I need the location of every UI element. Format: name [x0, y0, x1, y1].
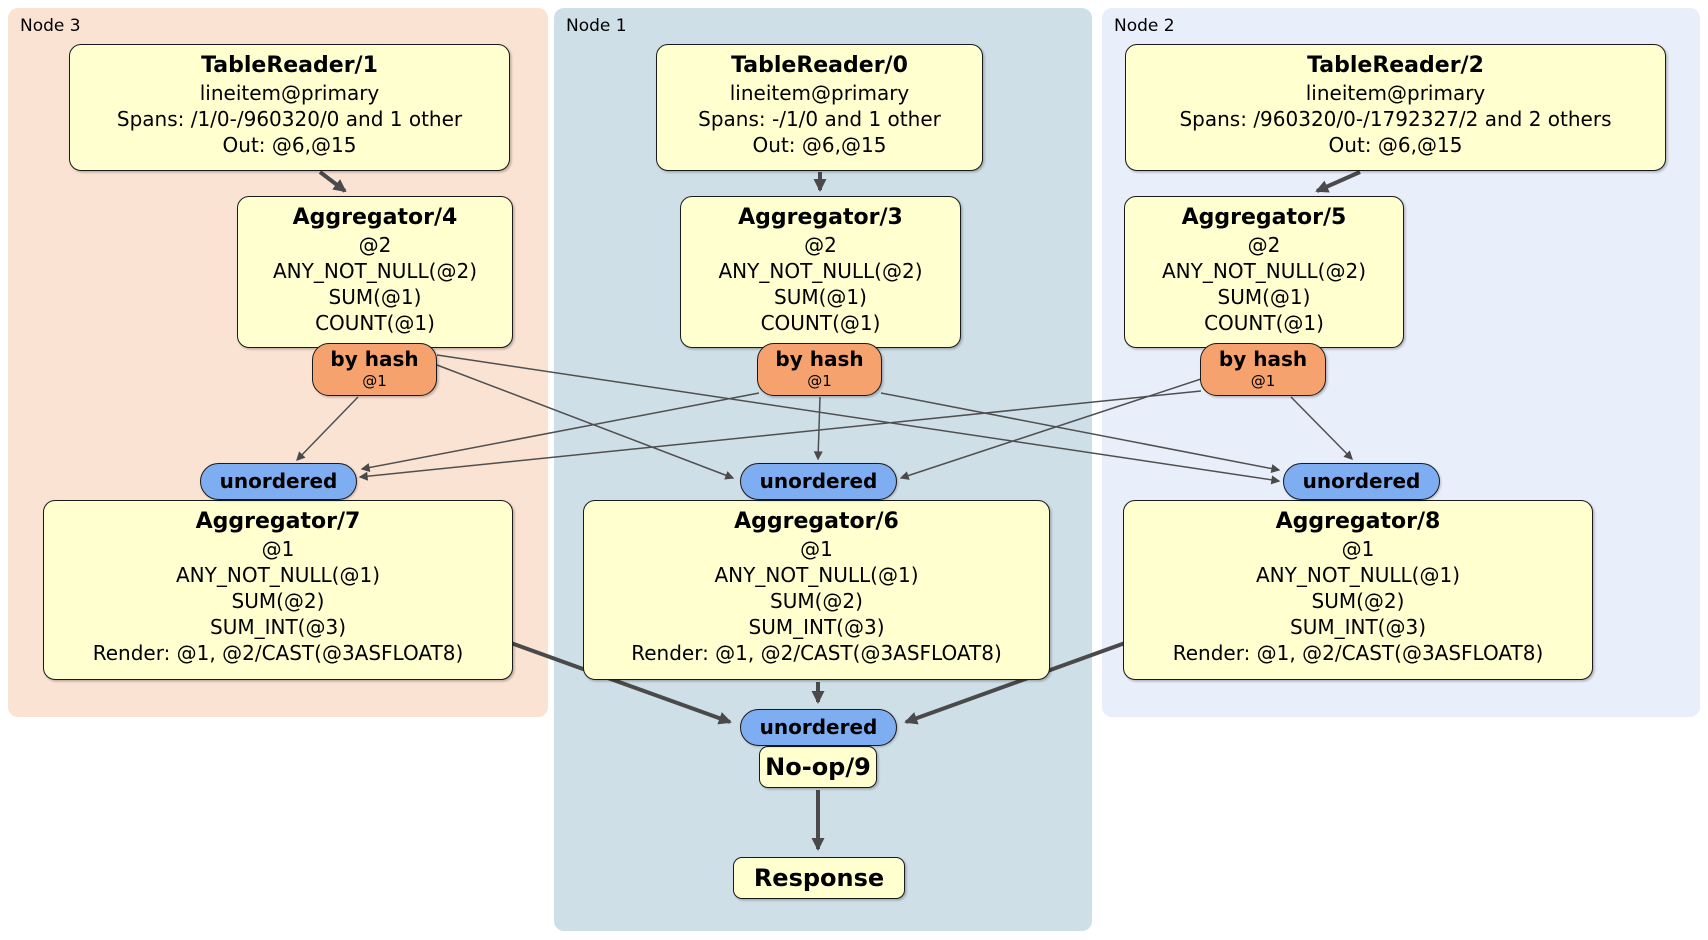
processor-line: SUM_INT(@3) — [748, 615, 885, 639]
processor-title: TableReader/1 — [201, 53, 378, 78]
sync-unordered-6: unordered — [740, 463, 897, 500]
processor-line: COUNT(@1) — [1204, 311, 1324, 335]
router-label: by hash — [1218, 347, 1308, 371]
processor-line: lineitem@primary — [199, 81, 380, 105]
router-by-hash-3: by hash @1 — [757, 343, 882, 396]
processor-aggregator-8: Aggregator/8 @1 ANY_NOT_NULL(@1) SUM(@2)… — [1123, 500, 1593, 680]
processor-line: COUNT(@1) — [760, 311, 881, 335]
region-label-node3: Node 3 — [20, 16, 81, 36]
router-detail: @1 — [1250, 372, 1276, 390]
processor-line: Render: @1, @2/CAST(@3ASFLOAT8) — [92, 641, 464, 665]
router-label: by hash — [330, 347, 419, 371]
processor-line: Spans: /960320/0-/1792327/2 and 2 others — [1179, 107, 1612, 131]
processor-line: Render: @1, @2/CAST(@3ASFLOAT8) — [631, 641, 1002, 665]
processor-aggregator-6: Aggregator/6 @1 ANY_NOT_NULL(@1) SUM(@2)… — [583, 500, 1050, 680]
processor-aggregator-4: Aggregator/4 @2 ANY_NOT_NULL(@2) SUM(@1)… — [237, 196, 513, 348]
router-by-hash-5: by hash @1 — [1200, 343, 1326, 396]
processor-line: lineitem@primary — [729, 81, 910, 105]
processor-tablereader-2: TableReader/2 lineitem@primary Spans: /9… — [1125, 44, 1666, 171]
router-by-hash-4: by hash @1 — [312, 343, 437, 396]
sync-unordered-7: unordered — [200, 463, 357, 500]
processor-line: Out: @6,@15 — [1328, 133, 1463, 157]
router-detail: @1 — [362, 372, 387, 390]
router-detail: @1 — [807, 372, 832, 390]
processor-line: SUM(@1) — [1217, 285, 1311, 309]
processor-line: lineitem@primary — [1305, 81, 1486, 105]
processor-title: TableReader/0 — [731, 53, 908, 78]
processor-aggregator-7: Aggregator/7 @1 ANY_NOT_NULL(@1) SUM(@2)… — [43, 500, 513, 680]
sync-unordered-8: unordered — [1283, 463, 1440, 500]
processor-line: Spans: -/1/0 and 1 other — [698, 107, 941, 131]
processor-tablereader-0: TableReader/0 lineitem@primary Spans: -/… — [656, 44, 983, 171]
processor-line: @2 — [358, 233, 392, 257]
processor-line: ANY_NOT_NULL(@1) — [1256, 563, 1460, 587]
processor-line: SUM(@2) — [231, 589, 325, 613]
processor-line: Spans: /1/0-/960320/0 and 1 other — [116, 107, 463, 131]
processor-title: Aggregator/3 — [738, 205, 903, 230]
router-label: by hash — [775, 347, 864, 371]
processor-noop-9: No-op/9 — [759, 746, 877, 788]
processor-line: Out: @6,@15 — [752, 133, 887, 157]
processor-aggregator-3: Aggregator/3 @2 ANY_NOT_NULL(@2) SUM(@1)… — [680, 196, 961, 348]
processor-title: Aggregator/7 — [195, 509, 361, 534]
processor-line: ANY_NOT_NULL(@2) — [718, 259, 923, 283]
processor-line: @1 — [261, 537, 295, 561]
processor-line: SUM(@1) — [328, 285, 422, 309]
processor-line: SUM(@2) — [1311, 589, 1405, 613]
processor-title: Aggregator/6 — [734, 509, 899, 534]
processor-title: Aggregator/5 — [1181, 205, 1347, 230]
processor-line: Out: @6,@15 — [222, 133, 357, 157]
processor-title: Aggregator/4 — [292, 205, 458, 230]
processor-line: COUNT(@1) — [315, 311, 435, 335]
processor-line: @1 — [800, 537, 833, 561]
processor-response: Response — [733, 857, 905, 899]
processor-line: ANY_NOT_NULL(@2) — [273, 259, 477, 283]
processor-title: Response — [753, 864, 885, 892]
processor-line: @1 — [1341, 537, 1375, 561]
processor-title: TableReader/2 — [1307, 53, 1484, 78]
processor-line: SUM_INT(@3) — [210, 615, 346, 639]
region-label-node2: Node 2 — [1114, 16, 1175, 36]
processor-line: ANY_NOT_NULL(@1) — [176, 563, 380, 587]
processor-line: ANY_NOT_NULL(@2) — [1162, 259, 1366, 283]
processor-title: No-op/9 — [765, 753, 871, 781]
processor-line: SUM(@2) — [770, 589, 863, 613]
processor-title: Aggregator/8 — [1275, 509, 1441, 534]
processor-aggregator-5: Aggregator/5 @2 ANY_NOT_NULL(@2) SUM(@1)… — [1124, 196, 1404, 348]
processor-line: @2 — [1247, 233, 1281, 257]
processor-tablereader-1: TableReader/1 lineitem@primary Spans: /1… — [69, 44, 510, 171]
processor-line: SUM_INT(@3) — [1290, 615, 1426, 639]
region-label-node1: Node 1 — [566, 16, 627, 36]
processor-line: ANY_NOT_NULL(@1) — [714, 563, 919, 587]
processor-line: @2 — [804, 233, 837, 257]
processor-line: SUM(@1) — [774, 285, 867, 309]
sync-unordered-9: unordered — [740, 709, 897, 746]
processor-line: Render: @1, @2/CAST(@3ASFLOAT8) — [1172, 641, 1544, 665]
